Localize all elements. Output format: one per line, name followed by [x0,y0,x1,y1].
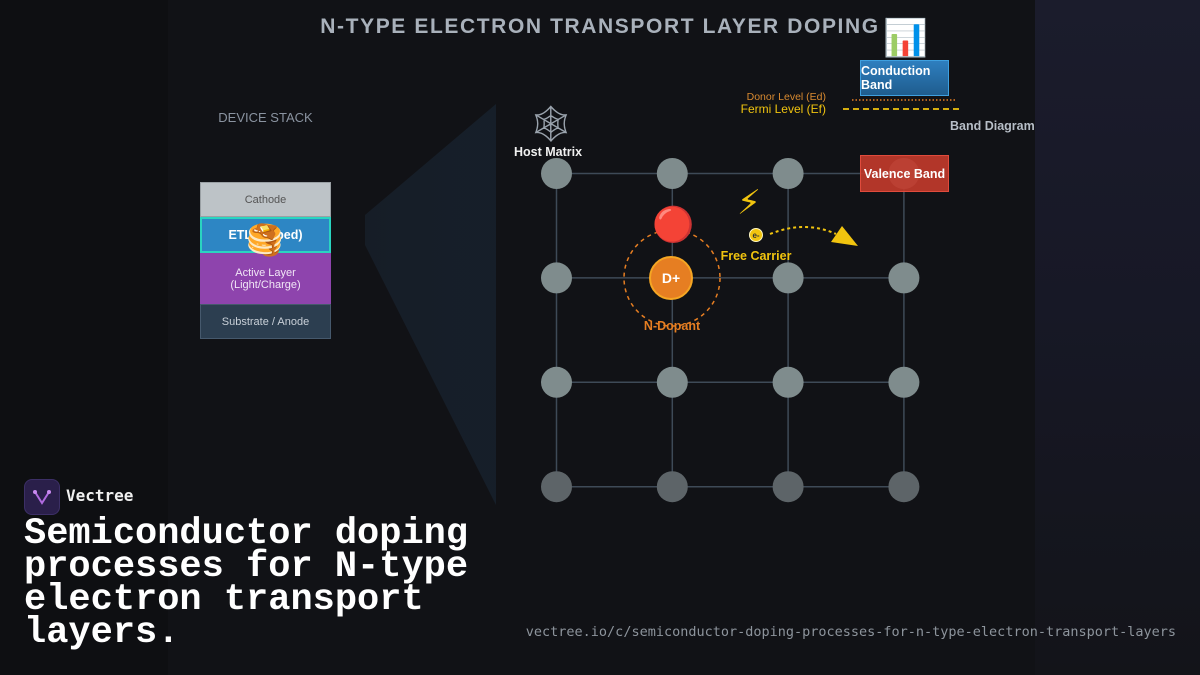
zoom-beam [365,104,496,505]
carrier-path [769,226,837,235]
host-atom [772,471,804,503]
active-layer: Active Layer (Light/Charge) [200,253,331,304]
vectree-logo-icon [24,479,60,515]
brand-name: Vectree [66,486,134,505]
lattice-atoms [541,158,920,503]
host-atom [656,158,688,189]
left-panel-background [0,0,168,675]
source-url[interactable]: vectree.io/c/semiconductor-doping-proces… [525,624,1176,640]
free-electron: e- [749,228,763,242]
valence-band: Valence Band [860,155,949,192]
host-matrix-label: Host Matrix [513,145,583,159]
bar-chart-icon: 📊 [883,17,928,58]
donor-level-label: Donor Level (Ed) [746,91,826,103]
web-icon: 🕸 [528,103,574,144]
host-atom [772,366,804,398]
host-atom [772,262,804,294]
pancakes-icon: 🥞 [246,224,284,257]
right-panel-background [1035,0,1200,675]
free-carrier-label: Free Carrier [720,249,792,263]
lattice-bonds [555,172,905,488]
carrier-arrowhead [831,226,858,246]
lightning-icon: ⚡ [737,184,761,222]
conduction-band: Conduction Band [860,60,949,96]
headline: Semiconductor doping processes for N-typ… [24,513,469,654]
host-atom [888,471,920,503]
band-diagram-label: Band Diagram [950,119,1035,133]
host-atom [541,366,572,398]
host-atom [656,366,688,398]
host-atom [888,262,920,294]
page-title: N-TYPE ELECTRON TRANSPORT LAYER DOPING [320,15,880,38]
red-circle-icon: 🔴 [652,206,695,244]
n-dopant-label: N-Dopant [643,319,701,333]
host-atom [772,158,804,189]
device-stack-label: DEVICE STACK [218,110,313,125]
dopant-orbit [623,229,721,327]
host-atom [541,262,572,294]
host-atom [541,471,572,503]
dopant-ion: D+ [649,256,693,300]
host-atom [656,471,688,503]
substrate-layer: Substrate / Anode [200,304,331,339]
cathode-layer: Cathode [200,182,331,217]
host-atom [541,158,572,189]
host-atom [888,366,920,398]
etl-layer: ETL (Doped) [200,217,331,253]
fermi-level-label: Fermi Level (Ef) [740,102,826,116]
